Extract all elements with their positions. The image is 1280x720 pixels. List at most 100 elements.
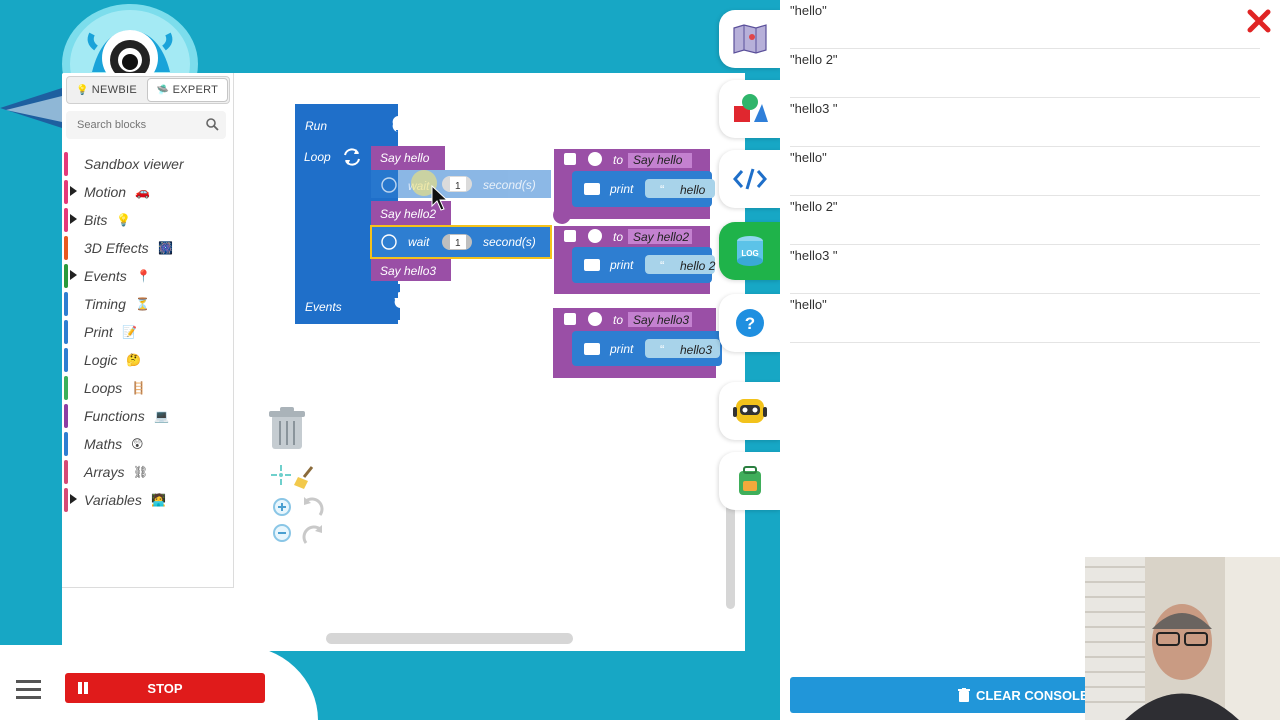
svg-text:Say hello2: Say hello2 bbox=[633, 230, 689, 244]
category-label: Print bbox=[84, 324, 113, 340]
svg-text:Say hello2: Say hello2 bbox=[380, 207, 436, 221]
category-color-bar bbox=[64, 432, 68, 456]
log-button[interactable]: LOG bbox=[719, 222, 781, 280]
category-emoji-icon: 📍 bbox=[136, 269, 151, 283]
mode-expert-button[interactable]: 🛸 EXPERT bbox=[147, 78, 228, 102]
zoom-in-icon[interactable] bbox=[273, 498, 291, 516]
help-button[interactable]: ? bbox=[719, 294, 781, 352]
trash-icon[interactable] bbox=[268, 407, 306, 451]
run-label: Run bbox=[305, 119, 327, 133]
category-color-bar bbox=[64, 236, 68, 260]
log-line: "hello3 " bbox=[790, 98, 1260, 147]
mascot-robot bbox=[62, 4, 198, 92]
svg-text:print: print bbox=[609, 258, 634, 272]
category-3d-effects[interactable]: 3D Effects🎆 bbox=[62, 234, 233, 262]
category-emoji-icon: 📝 bbox=[122, 325, 137, 339]
print-text-2[interactable]: hello 2 bbox=[680, 259, 716, 273]
category-emoji-icon: 🚗 bbox=[135, 185, 150, 199]
expand-arrow-icon[interactable] bbox=[70, 214, 77, 224]
cleanup-brush-icon[interactable] bbox=[294, 466, 314, 489]
category-functions[interactable]: Functions 💻 bbox=[62, 402, 233, 430]
undo-icon[interactable] bbox=[304, 497, 324, 516]
category-emoji-icon: 🧑‍💻 bbox=[151, 493, 166, 507]
svg-text:Say hello3: Say hello3 bbox=[380, 264, 436, 278]
log-icon: LOG bbox=[737, 236, 763, 266]
category-logic[interactable]: Logic🤔 bbox=[62, 346, 233, 374]
code-workspace[interactable]: 💡 NEWBIE 🛸 EXPERT Sandbox viewerMotion🚗B… bbox=[62, 73, 745, 651]
category-loops[interactable]: Loops🪜 bbox=[62, 374, 233, 402]
category-motion[interactable]: Motion🚗 bbox=[62, 178, 233, 206]
backpack-button[interactable] bbox=[719, 452, 781, 510]
zoom-out-icon[interactable] bbox=[273, 524, 291, 542]
svg-text:to: to bbox=[613, 153, 623, 167]
wait-block-dragged[interactable] bbox=[371, 170, 551, 198]
category-emoji-icon: 🤔 bbox=[126, 353, 141, 367]
category-emoji-icon: 💻 bbox=[154, 409, 169, 423]
expand-arrow-icon[interactable] bbox=[70, 270, 77, 280]
center-icon[interactable] bbox=[271, 465, 291, 485]
category-color-bar bbox=[64, 180, 68, 204]
log-line: "hello" bbox=[790, 0, 1260, 49]
vertical-scrollbar[interactable] bbox=[726, 453, 735, 609]
search-icon bbox=[206, 118, 219, 131]
presenter-video bbox=[1085, 557, 1280, 720]
category-bits[interactable]: Bits💡 bbox=[62, 206, 233, 234]
expand-arrow-icon[interactable] bbox=[70, 494, 77, 504]
cursor-highlight bbox=[411, 170, 437, 196]
svg-text:second(s): second(s) bbox=[483, 235, 536, 249]
category-timing[interactable]: Timing⏳ bbox=[62, 290, 233, 318]
svg-text:print: print bbox=[609, 342, 634, 356]
stop-button[interactable]: STOP bbox=[65, 673, 265, 703]
category-print[interactable]: Print 📝 bbox=[62, 318, 233, 346]
map-icon bbox=[733, 24, 767, 54]
category-arrays[interactable]: Arrays⛓ bbox=[62, 458, 233, 486]
print-text-3[interactable]: hello3 bbox=[680, 343, 712, 357]
category-emoji-icon: 😲 bbox=[131, 437, 144, 451]
function-def-say-hello2[interactable] bbox=[554, 226, 715, 294]
mode-newbie-button[interactable]: 💡 NEWBIE bbox=[76, 84, 137, 96]
say-hello3-call-block[interactable] bbox=[371, 259, 451, 281]
log-line: "hello3 " bbox=[790, 245, 1260, 294]
clear-console-button[interactable]: CLEAR CONSOLE bbox=[790, 677, 1090, 713]
backpack-icon bbox=[739, 466, 761, 495]
ufo-wing-decoration bbox=[0, 88, 62, 128]
svg-text:“: “ bbox=[660, 258, 664, 273]
timer-icon bbox=[381, 177, 397, 193]
svg-text:Say hello: Say hello bbox=[633, 153, 683, 167]
webcam-overlay bbox=[1085, 557, 1280, 720]
search-blocks-input[interactable] bbox=[66, 111, 226, 139]
svg-text:1: 1 bbox=[455, 181, 461, 192]
category-label: Functions bbox=[84, 408, 145, 424]
function-def-say-hello3[interactable] bbox=[553, 308, 722, 378]
category-emoji-icon: 🪜 bbox=[131, 381, 146, 395]
horizontal-scrollbar[interactable] bbox=[326, 633, 573, 644]
category-events[interactable]: Events📍 bbox=[62, 262, 233, 290]
wait-block[interactable] bbox=[370, 225, 552, 259]
expand-arrow-icon[interactable] bbox=[70, 186, 77, 196]
say-hello2-call-block[interactable] bbox=[371, 201, 451, 225]
category-variables[interactable]: Variables🧑‍💻 bbox=[62, 486, 233, 514]
help-icon bbox=[588, 152, 602, 326]
code-view-button[interactable] bbox=[719, 150, 781, 208]
map-button[interactable] bbox=[719, 10, 781, 68]
mode-toggle: 💡 NEWBIE 🛸 EXPERT bbox=[66, 76, 230, 104]
hamburger-menu-icon[interactable] bbox=[16, 680, 41, 700]
category-sandbox-viewer[interactable]: Sandbox viewer bbox=[62, 150, 233, 178]
printer-icon bbox=[584, 183, 600, 355]
category-maths[interactable]: Maths😲 bbox=[62, 430, 233, 458]
print-text-1[interactable]: hello bbox=[680, 183, 706, 197]
category-color-bar bbox=[64, 460, 68, 484]
close-icon[interactable] bbox=[1240, 0, 1280, 40]
workspace-controls bbox=[271, 465, 324, 544]
redo-icon[interactable] bbox=[302, 525, 322, 544]
pause-icon bbox=[78, 682, 88, 694]
log-line: "hello" bbox=[790, 147, 1260, 196]
shapes-button[interactable] bbox=[719, 80, 781, 138]
say-hello-call-block[interactable] bbox=[371, 146, 445, 170]
robot-button[interactable] bbox=[719, 382, 781, 440]
svg-text:print: print bbox=[609, 182, 634, 196]
svg-text:second(s): second(s) bbox=[483, 178, 536, 192]
svg-text:?: ? bbox=[745, 314, 755, 333]
category-label: 3D Effects bbox=[84, 240, 149, 256]
